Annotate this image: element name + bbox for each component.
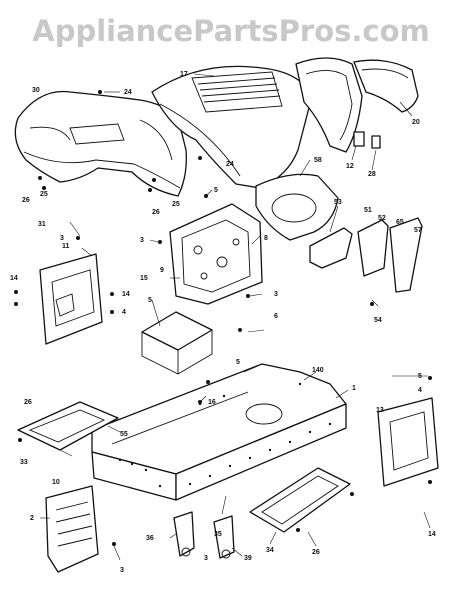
watermark-text: AppliancePartsPros.com — [32, 14, 430, 48]
callout-20: 20 — [412, 119, 420, 126]
part-footrest-right — [249, 467, 351, 533]
callout-15: 15 — [140, 275, 148, 282]
part-dash-panel — [169, 203, 263, 305]
callout-17: 17 — [180, 71, 188, 78]
callout-14: 14 — [10, 275, 18, 282]
callout-3: 3 — [204, 555, 208, 562]
callout-5: 5 — [148, 297, 152, 304]
part-lower-brackets — [173, 511, 235, 559]
part-right-side-panel — [377, 397, 439, 487]
callout-54: 54 — [374, 317, 382, 324]
part-grille — [295, 57, 419, 153]
callout-5: 5 — [418, 373, 422, 380]
callout-52: 52 — [378, 215, 386, 222]
callout-26: 26 — [22, 197, 30, 204]
callout-28: 28 — [368, 171, 376, 178]
callout-24: 24 — [124, 89, 132, 96]
callout-25: 25 — [40, 191, 48, 198]
callout-36: 36 — [146, 535, 154, 542]
callout-14: 14 — [428, 531, 436, 538]
part-brackets — [309, 217, 423, 293]
callout-51: 51 — [364, 207, 372, 214]
callout-57: 57 — [414, 227, 422, 234]
callout-58: 58 — [314, 157, 322, 164]
part-shroud — [255, 173, 339, 241]
callout-3: 3 — [120, 567, 124, 574]
callout-33: 33 — [20, 459, 28, 466]
callout-31: 31 — [38, 221, 46, 228]
part-battery-tray — [141, 311, 213, 375]
part-hood — [151, 65, 313, 189]
callout-13: 13 — [376, 407, 384, 414]
callout-55: 55 — [120, 431, 128, 438]
callout-3: 3 — [274, 291, 278, 298]
callout-8: 8 — [264, 235, 268, 242]
callout-5: 5 — [236, 359, 240, 366]
callout-65: 65 — [396, 219, 404, 226]
callout-2: 2 — [30, 515, 34, 522]
part-front-plate — [45, 485, 99, 573]
callout-14: 14 — [122, 291, 130, 298]
callout-30: 30 — [32, 87, 40, 94]
callout-26: 26 — [24, 399, 32, 406]
callout-6: 6 — [274, 313, 278, 320]
leader-lines — [40, 73, 431, 561]
callout-39: 39 — [244, 555, 252, 562]
part-left-side-panel — [39, 253, 103, 345]
callout-5: 5 — [214, 187, 218, 194]
callout-9: 9 — [160, 267, 164, 274]
callout-11: 11 — [62, 243, 70, 250]
callout-26: 26 — [152, 209, 160, 216]
part-rear-fender — [14, 90, 187, 197]
callout-1: 1 — [352, 385, 356, 392]
hardware-screws — [14, 90, 432, 546]
callout-4: 4 — [122, 309, 126, 316]
part-main-frame — [91, 363, 347, 501]
part-footrest-left — [17, 401, 119, 451]
callout-140: 140 — [312, 367, 324, 374]
callout-4: 4 — [418, 387, 422, 394]
callout-25: 25 — [172, 201, 180, 208]
callout-16: 16 — [208, 399, 216, 406]
callout-24: 24 — [226, 161, 234, 168]
callout-53: 53 — [334, 199, 342, 206]
callout-34: 34 — [266, 547, 274, 554]
callout-10: 10 — [52, 479, 60, 486]
callout-12: 12 — [346, 163, 354, 170]
callout-labels: 30 24 17 20 26 25 24 12 28 26 25 5 58 31… — [10, 71, 436, 574]
callout-3: 3 — [140, 237, 144, 244]
callout-26: 26 — [312, 549, 320, 556]
callout-35: 35 — [214, 531, 222, 538]
callout-3: 3 — [60, 235, 64, 242]
